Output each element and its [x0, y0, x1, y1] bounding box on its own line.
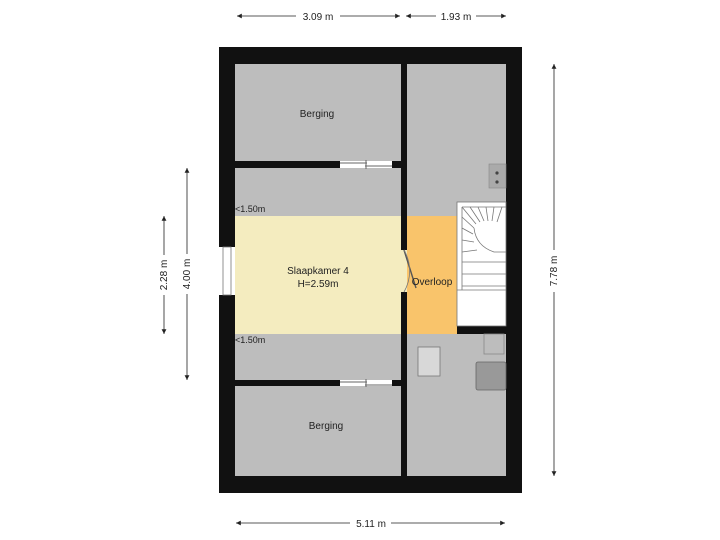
dimension-label-bottom: 5.11 m: [356, 519, 386, 530]
dimension-left-outer: 4.00 m: [182, 168, 193, 380]
radiator-fixture: [488, 163, 507, 189]
berging-top-area: [235, 64, 401, 161]
room-label-berging-bottom: Berging: [309, 421, 343, 432]
overloop-area: [405, 216, 457, 334]
dimension-label-right: 7.78 m: [549, 256, 560, 287]
gray-area-lower: [235, 334, 401, 380]
staircase: [456, 201, 507, 327]
outlet-fixture: [483, 333, 505, 355]
dimension-top-right: 1.93 m: [406, 12, 506, 23]
room-label-slaapkamer: Slaapkamer 4: [287, 266, 349, 277]
sliding-door-bottom: [340, 379, 392, 387]
interior-wall-top: [235, 161, 401, 168]
dimension-label-top-left: 3.09 m: [303, 12, 334, 23]
bedroom-door: [401, 249, 417, 293]
window-left: [219, 246, 235, 296]
dimension-right: 7.78 m: [549, 64, 560, 476]
room-label-berging-top: Berging: [300, 109, 334, 120]
interior-wall-bottom: [235, 380, 401, 386]
dimension-label-left-inner: 2.28 m: [159, 260, 170, 291]
appliance-fixture: [475, 361, 507, 391]
slaapkamer-area: [235, 216, 401, 334]
sliding-door-top: [340, 160, 392, 169]
dimension-bottom: 5.11 m: [236, 519, 505, 530]
room-label-slaapkamer-height: H=2.59m: [298, 279, 339, 290]
right-gray-top: [407, 64, 506, 216]
dimension-top-left: 3.09 m: [237, 12, 400, 23]
dimension-label-left-outer: 4.00 m: [182, 259, 193, 290]
height-note-bottom: <1.50m: [235, 335, 265, 345]
room-label-overloop: Overloop: [412, 277, 453, 288]
gray-area-upper: [235, 168, 401, 216]
hatch-fixture: [417, 346, 441, 377]
dimension-left-inner: 2.28 m: [159, 216, 170, 334]
height-note-top: <1.50m: [235, 204, 265, 214]
dimension-label-top-right: 1.93 m: [441, 12, 472, 23]
berging-bottom-area: [235, 386, 401, 476]
stair-area: [457, 202, 506, 326]
